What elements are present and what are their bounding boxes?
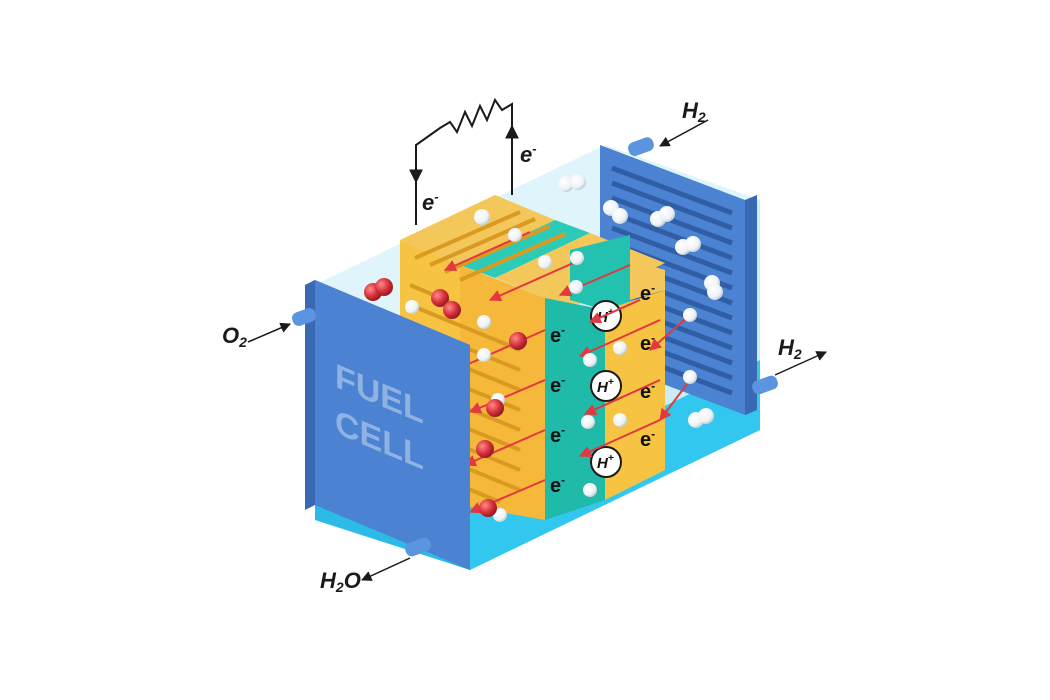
- h2-inlet-pipe: [628, 137, 654, 156]
- flow-arrow-icon: [247, 322, 291, 343]
- oxygen-molecules: [364, 278, 527, 517]
- proton-badges: H+ H+ H+: [590, 300, 622, 478]
- h2-inlet-label: H2: [659, 98, 709, 147]
- flow-arrow-icon: [659, 119, 709, 147]
- svg-text:H2O: H2O: [320, 568, 361, 595]
- svg-text:e-: e-: [520, 141, 537, 167]
- flow-arrows: [443, 231, 691, 514]
- svg-text:e-: e-: [422, 189, 439, 215]
- svg-text:H2: H2: [682, 98, 706, 125]
- svg-text:O2: O2: [222, 323, 247, 350]
- h2o-outlet-pipe: [405, 537, 431, 557]
- proton-2: H+: [590, 370, 622, 402]
- flow-arrow-icon: [361, 557, 411, 581]
- left-end-plate: FUEL CELL: [292, 280, 470, 570]
- o2-inlet-pipe: [292, 308, 316, 326]
- o2-inlet-label: O2: [222, 322, 291, 350]
- h2-outlet-label: H2: [774, 335, 827, 376]
- h2-outlet-pipe: [752, 375, 778, 395]
- resistor-icon: [415, 97, 513, 225]
- hydrogen-molecules: [405, 174, 723, 522]
- svg-text:H2: H2: [778, 335, 802, 362]
- anode-stripes: [414, 210, 566, 282]
- h2o-outlet-label: H2O: [320, 557, 411, 595]
- proton-3: H+: [590, 446, 622, 478]
- external-circuit: [409, 97, 519, 225]
- flow-arrow-icon: [774, 351, 827, 376]
- gas-labels: H2 H2 O2 H2O: [222, 98, 827, 595]
- circuit-electron-labels: e- e-: [422, 141, 537, 215]
